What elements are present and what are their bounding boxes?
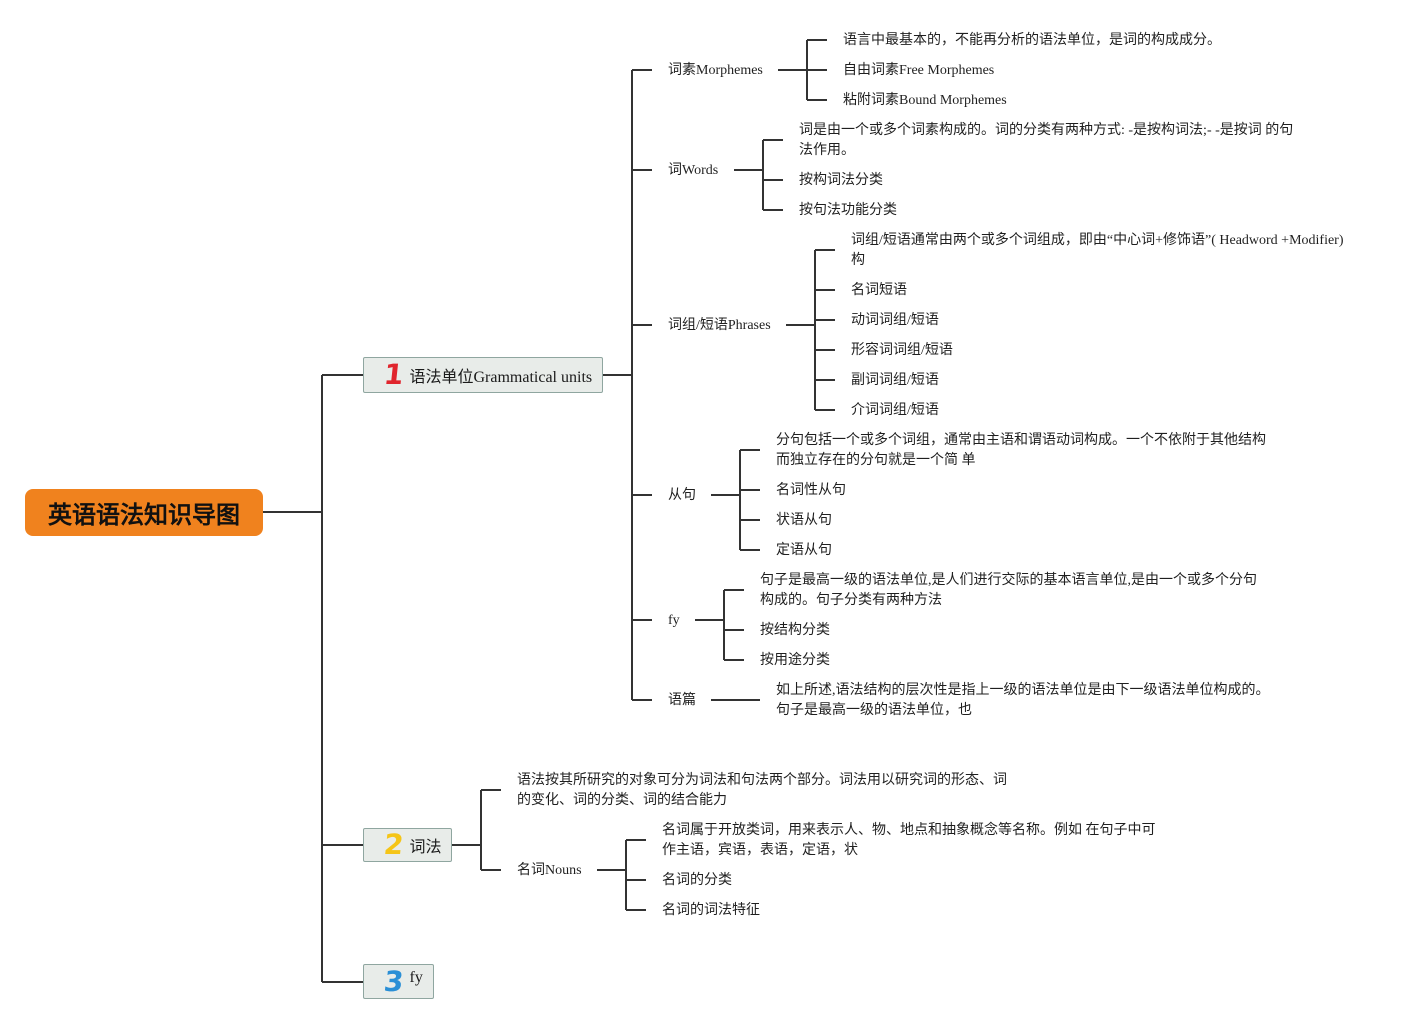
leaf-clauses-def[interactable]: 分句包括一个或多个词组，通常由主语和谓语动词构成。一个不依附于其他结构而独立存在… <box>776 433 1266 468</box>
leaf-adverb-phrase[interactable]: 副词词组/短语 <box>851 373 939 388</box>
node-discourse[interactable]: 语篇 <box>668 693 696 708</box>
leaf-words-def[interactable]: 词是由一个或多个词素构成的。词的分类有两种方式: -是按构词法;- -是按词 的… <box>799 123 1294 158</box>
leaf-noun-classification[interactable]: 名词的分类 <box>662 873 732 888</box>
leaf-nouns-def[interactable]: 名词属于开放类词，用来表示人、物、地点和抽象概念等名称。例如 在句子中可作主语，… <box>662 823 1156 858</box>
branch-label: fy <box>409 968 423 986</box>
leaf-noun-features[interactable]: 名词的词法特征 <box>662 903 760 918</box>
leaf-adjective-phrase[interactable]: 形容词词组/短语 <box>851 343 953 358</box>
leaf-words-morphology[interactable]: 按构词法分类 <box>799 173 883 188</box>
leaf-words-syntax[interactable]: 按句法功能分类 <box>799 203 897 218</box>
root-title: 英语语法知识导图 <box>48 501 240 529</box>
branch-label: 语法单位Grammatical units <box>409 369 593 386</box>
number-3-icon: 3 <box>382 964 406 998</box>
node-words[interactable]: 词Words <box>668 163 719 178</box>
leaf-discourse-def[interactable]: 如上所述,语法结构的层次性是指上一级的语法单位是由下一级语法单位构成的。句子是最… <box>776 683 1270 718</box>
leaf-bound-morphemes[interactable]: 粘附词素Bound Morphemes <box>843 93 1007 108</box>
root-node[interactable]: 英语语法知识导图 <box>25 489 263 536</box>
branch-fy[interactable]: 3 fy <box>363 964 434 999</box>
leaf-attributive-clause[interactable]: 定语从句 <box>776 543 832 558</box>
node-clauses[interactable]: 从句 <box>668 488 696 503</box>
leaf-adverbial-clause[interactable]: 状语从句 <box>776 513 832 528</box>
leaf-morphology-intro[interactable]: 语法按其所研究的对象可分为词法和句法两个部分。词法用以研究词的形态、词的变化、词… <box>517 773 1007 808</box>
node-nouns[interactable]: 名词Nouns <box>517 863 582 878</box>
leaf-morphemes-def[interactable]: 语言中最基本的，不能再分析的语法单位，是词的构成成分。 <box>843 33 1221 48</box>
leaf-by-use[interactable]: 按用途分类 <box>760 653 830 668</box>
node-fy[interactable]: fy <box>668 613 680 628</box>
leaf-sentence-def[interactable]: 句子是最高一级的语法单位,是人们进行交际的基本语言单位,是由一个或多个分句构成的… <box>760 573 1257 608</box>
leaf-phrases-def[interactable]: 词组/短语通常由两个或多个词组成，即由“中心词+修饰语”( Headword +… <box>851 233 1344 268</box>
leaf-noun-clause[interactable]: 名词性从句 <box>776 483 846 498</box>
leaf-by-structure[interactable]: 按结构分类 <box>760 623 830 638</box>
node-morphemes[interactable]: 词素Morphemes <box>668 63 763 78</box>
number-2-icon: 2 <box>382 828 406 861</box>
leaf-free-morphemes[interactable]: 自由词素Free Morphemes <box>843 63 995 78</box>
number-1-icon: 1 <box>382 358 406 391</box>
branch-morphology[interactable]: 2 词法 <box>363 828 452 862</box>
branch-grammatical-units[interactable]: 1 语法单位Grammatical units <box>363 357 603 393</box>
leaf-noun-phrase[interactable]: 名词短语 <box>851 283 907 298</box>
leaf-verb-phrase[interactable]: 动词词组/短语 <box>851 313 939 328</box>
leaf-prepositional-phrase[interactable]: 介词词组/短语 <box>851 403 939 418</box>
node-phrases[interactable]: 词组/短语Phrases <box>668 318 771 333</box>
branch-label: 词法 <box>409 839 442 856</box>
